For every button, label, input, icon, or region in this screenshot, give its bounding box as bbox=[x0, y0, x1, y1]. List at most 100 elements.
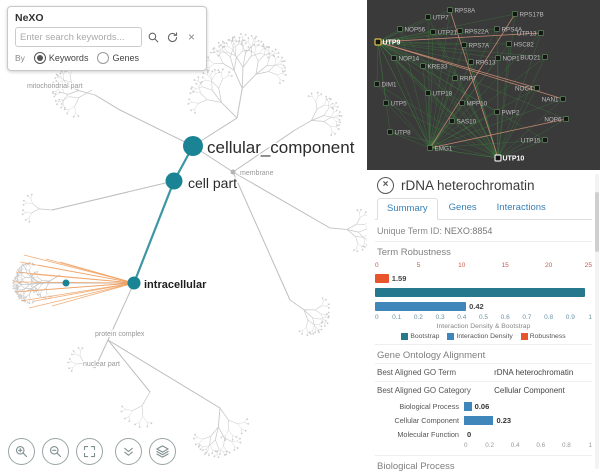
radio-keywords[interactable]: Keywords bbox=[33, 52, 88, 64]
network-node-BUD21[interactable] bbox=[542, 54, 548, 60]
layers-icon bbox=[156, 445, 169, 458]
term-details-panel: × rDNA heterochromatin Summary Genes Int… bbox=[367, 170, 600, 473]
network-node-RRP7[interactable] bbox=[452, 75, 458, 81]
unique-term-value: NEXO:8854 bbox=[444, 226, 493, 236]
radio-genes[interactable]: Genes bbox=[97, 52, 139, 64]
network-node-UTP21[interactable] bbox=[430, 29, 436, 35]
layers-button[interactable] bbox=[149, 438, 176, 465]
tree-node-rdna-cluster[interactable] bbox=[62, 279, 70, 287]
legend-item: Interaction Density bbox=[447, 333, 513, 340]
network-node-label: UTP7 bbox=[433, 14, 450, 21]
tab-interactions[interactable]: Interactions bbox=[496, 202, 546, 213]
network-node-label: UTP9 bbox=[383, 39, 401, 46]
network-node-UTP18[interactable] bbox=[425, 90, 431, 96]
zoom-controls bbox=[8, 438, 176, 465]
network-node-UTP13[interactable] bbox=[538, 30, 544, 36]
network-node-UTP15[interactable] bbox=[542, 137, 548, 143]
network-node-label: NOP1 bbox=[503, 55, 521, 62]
network-node-label: UTP13 bbox=[517, 30, 537, 37]
bar-robustness bbox=[375, 273, 389, 283]
network-node-RPS7A[interactable] bbox=[461, 42, 467, 48]
tree-node-intracellular[interactable] bbox=[127, 276, 141, 290]
network-node-NOP56[interactable] bbox=[397, 26, 403, 32]
gene-network-canvas[interactable]: UTP9DIM1UTP5UTP8NOP14NOP56UTP7KRE33UTP18… bbox=[367, 0, 600, 170]
network-node-label: RRP7 bbox=[460, 75, 477, 82]
refresh-icon[interactable] bbox=[165, 30, 180, 45]
network-node-EMG1[interactable] bbox=[427, 145, 433, 151]
fit-to-screen-button[interactable] bbox=[76, 438, 103, 465]
legend-item: Bootstrap bbox=[401, 333, 439, 340]
network-node-RPS8A[interactable] bbox=[447, 7, 453, 13]
search-input[interactable] bbox=[15, 27, 142, 47]
network-node-KRE33[interactable] bbox=[420, 63, 426, 69]
radio-label-genes: Genes bbox=[112, 53, 139, 63]
network-node-RPS17B[interactable] bbox=[512, 11, 518, 17]
network-node-HSC82[interactable] bbox=[506, 41, 512, 47]
zoom-out-button[interactable] bbox=[42, 438, 69, 465]
network-node-NOP1[interactable] bbox=[495, 55, 501, 61]
radio-dot-genes bbox=[97, 52, 110, 64]
app-title: NeXO bbox=[15, 12, 44, 24]
details-scrollbar[interactable] bbox=[595, 174, 599, 469]
radio-dot-keywords bbox=[33, 52, 46, 64]
legend-item: Robustness bbox=[520, 333, 566, 340]
network-node-DIM1[interactable] bbox=[374, 81, 380, 87]
unique-term-label: Unique Term ID: bbox=[377, 226, 442, 236]
network-node-label: SAS10 bbox=[457, 118, 477, 125]
search-row: × bbox=[15, 27, 199, 47]
network-node-RPS22A[interactable] bbox=[457, 28, 463, 34]
by-label: By bbox=[15, 53, 25, 63]
tab-genes[interactable]: Genes bbox=[448, 202, 477, 213]
network-node-label: NOP6 bbox=[544, 116, 562, 123]
network-node-UTP8[interactable] bbox=[387, 129, 393, 135]
go-category-row: Best Aligned GO Category Cellular Compon… bbox=[375, 381, 592, 399]
tree-node-cell-part[interactable] bbox=[165, 172, 183, 190]
network-node-MPP10[interactable] bbox=[459, 100, 465, 106]
network-node-NOP6[interactable] bbox=[563, 116, 569, 122]
network-node-label: RPS4A bbox=[502, 26, 523, 33]
zoom-in-button[interactable] bbox=[8, 438, 35, 465]
network-node-NAN1[interactable] bbox=[560, 96, 566, 102]
network-node-UTP10[interactable] bbox=[494, 154, 502, 162]
unique-term-id: Unique Term ID: NEXO:8854 bbox=[375, 220, 592, 242]
collapse-tree-button[interactable] bbox=[115, 438, 142, 465]
go-bar-cellular-component bbox=[464, 416, 494, 425]
go-term-row: Best Aligned GO Term rDNA heterochromati… bbox=[375, 363, 592, 381]
network-node-label: NOP14 bbox=[399, 55, 420, 62]
network-node-RPS13[interactable] bbox=[468, 59, 474, 65]
bar-bootstrap bbox=[375, 287, 586, 297]
close-icon[interactable]: × bbox=[377, 177, 394, 194]
tree-label: cellular_component bbox=[207, 138, 355, 157]
tab-summary[interactable]: Summary bbox=[377, 198, 438, 220]
network-node-label: HSC82 bbox=[514, 41, 535, 48]
network-node-UTP9[interactable] bbox=[374, 38, 382, 46]
tree-node-cellular-component[interactable] bbox=[183, 136, 203, 156]
search-icon[interactable] bbox=[146, 30, 161, 45]
go-category-value: Cellular Component bbox=[494, 386, 565, 395]
go-bar-biological-process bbox=[464, 402, 472, 411]
clear-icon[interactable]: × bbox=[187, 30, 195, 44]
network-node-label: RPS13 bbox=[476, 59, 496, 66]
tree-label: membrane bbox=[240, 170, 274, 177]
network-node-UTP7[interactable] bbox=[425, 14, 431, 20]
network-node-label: UTP15 bbox=[521, 137, 541, 144]
zoom-in-icon bbox=[15, 445, 28, 458]
search-panel: NeXO × By Keywords Genes bbox=[7, 6, 207, 71]
network-node-NOP14[interactable] bbox=[391, 55, 397, 61]
network-node-label: UTP18 bbox=[433, 90, 453, 97]
network-node-label: UTP8 bbox=[395, 129, 412, 136]
network-node-NOC4[interactable] bbox=[534, 85, 540, 91]
go-alignment-section-title: Gene Ontology Alignment bbox=[375, 344, 592, 363]
network-node-UTP5[interactable] bbox=[383, 100, 389, 106]
network-node-SAS10[interactable] bbox=[449, 118, 455, 124]
details-scrollbar-thumb[interactable] bbox=[595, 192, 599, 252]
go-term-value: rDNA heterochromatin bbox=[494, 368, 574, 377]
network-node-RPS4A[interactable] bbox=[494, 26, 500, 32]
zoom-out-icon bbox=[49, 445, 62, 458]
network-node-PWP2[interactable] bbox=[494, 109, 500, 115]
network-node-label: PWP2 bbox=[502, 109, 520, 116]
